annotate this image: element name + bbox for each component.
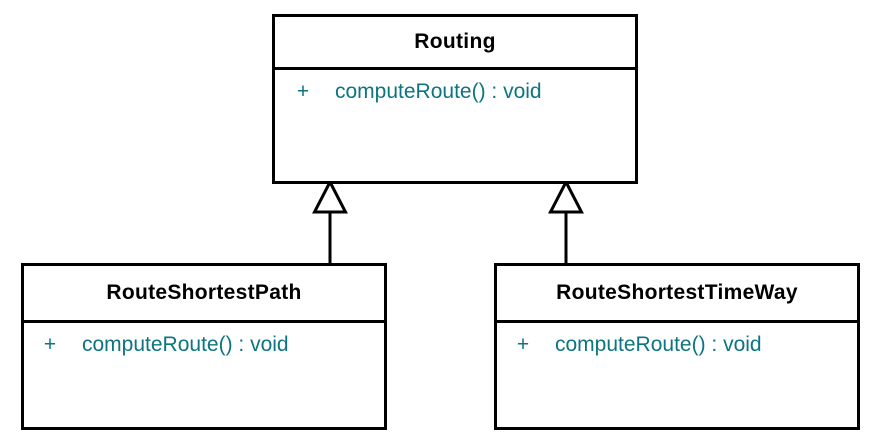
class-routing-members-compartment: + computeRoute() : void (275, 70, 635, 181)
class-routing-name: Routing (414, 30, 496, 53)
class-routing-name-compartment: Routing (275, 17, 635, 70)
class-routing-member-visibility: + (296, 80, 310, 103)
class-route-shortest-path-name: RouteShortestPath (106, 281, 302, 304)
class-route-shortest-time-way-member-visibility: + (516, 333, 530, 356)
generalization-left-arrowhead-icon (312, 178, 348, 214)
generalization-right-arrowhead-icon (548, 178, 584, 214)
class-route-shortest-path-member-signature: computeRoute() : void (82, 333, 289, 356)
class-route-shortest-time-way-member-row: + computeRoute() : void (497, 333, 857, 357)
class-route-shortest-time-way-member-signature: computeRoute() : void (555, 333, 762, 356)
generalization-left (312, 178, 348, 264)
uml-class-route-shortest-path[interactable]: RouteShortestPath + computeRoute() : voi… (21, 263, 387, 430)
class-routing-member-signature: computeRoute() : void (335, 80, 542, 103)
class-route-shortest-path-member-visibility: + (43, 333, 57, 356)
class-routing-member-row: + computeRoute() : void (275, 80, 635, 104)
class-route-shortest-time-way-name: RouteShortestTimeWay (556, 281, 798, 304)
class-route-shortest-path-members-compartment: + computeRoute() : void (24, 323, 384, 427)
class-route-shortest-time-way-name-compartment: RouteShortestTimeWay (497, 266, 857, 323)
uml-class-route-shortest-time-way[interactable]: RouteShortestTimeWay + computeRoute() : … (494, 263, 860, 430)
class-route-shortest-path-member-row: + computeRoute() : void (24, 333, 384, 357)
class-route-shortest-path-name-compartment: RouteShortestPath (24, 266, 384, 323)
class-route-shortest-time-way-members-compartment: + computeRoute() : void (497, 323, 857, 427)
uml-class-routing[interactable]: Routing + computeRoute() : void (272, 14, 638, 184)
generalization-right (548, 178, 584, 264)
